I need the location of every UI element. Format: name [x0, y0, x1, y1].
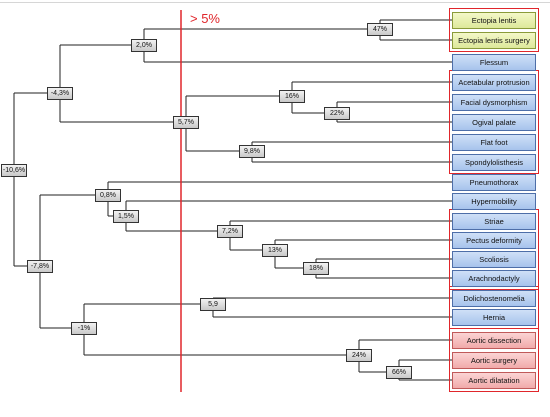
leaf-label: Ogival palate [452, 114, 536, 131]
node-value-label: 16% [279, 90, 305, 103]
leaf-group-outline [449, 8, 539, 52]
leaf-label: Hernia [452, 309, 536, 326]
leaf-label: Dolichostenomelia [452, 290, 536, 307]
leaf-label: Aortic dilatation [452, 372, 536, 389]
leaf-label: Aortic surgery [452, 352, 536, 369]
top-divider [0, 2, 550, 3]
leaf-label: Acetabular protrusion [452, 74, 536, 91]
node-value-label: 7,2% [217, 225, 243, 238]
leaf-label: Ectopia lentis [452, 12, 536, 29]
node-value-label: 66% [386, 366, 412, 379]
node-value-label: -1% [71, 322, 97, 335]
node-value-label: -4,3% [47, 87, 73, 100]
node-value-label: 2,0% [131, 39, 157, 52]
leaf-label: Pectus deformity [452, 232, 536, 249]
node-value-label: 0,8% [95, 189, 121, 202]
leaf-label: Ectopia lentis surgery [452, 32, 536, 49]
node-value-label: -7,8% [27, 260, 53, 273]
threshold-label: > 5% [190, 11, 220, 26]
node-value-label: 18% [303, 262, 329, 275]
node-value-label: 1,5% [113, 210, 139, 223]
leaf-label: Pneumothorax [452, 174, 536, 191]
leaf-label: Flat foot [452, 134, 536, 151]
node-value-label: 5,7% [173, 116, 199, 129]
leaf-label: Facial dysmorphism [452, 94, 536, 111]
node-value-label: 24% [346, 349, 372, 362]
leaf-label: Spondylolisthesis [452, 154, 536, 171]
node-value-label: -10,6% [1, 164, 27, 177]
leaf-group-outline [449, 328, 539, 392]
node-value-label: 9,8% [239, 145, 265, 158]
leaf-label: Scoliosis [452, 251, 536, 268]
leaf-label: Flessum [452, 54, 536, 71]
leaf-label: Arachnodactyly [452, 270, 536, 287]
leaf-label: Aortic dissection [452, 332, 536, 349]
leaf-label: Hypermobility [452, 193, 536, 210]
leaf-label: Striae [452, 213, 536, 230]
node-value-label: 22% [324, 107, 350, 120]
node-value-label: 5,9 [200, 298, 226, 311]
node-value-label: 47% [367, 23, 393, 36]
node-value-label: 13% [262, 244, 288, 257]
